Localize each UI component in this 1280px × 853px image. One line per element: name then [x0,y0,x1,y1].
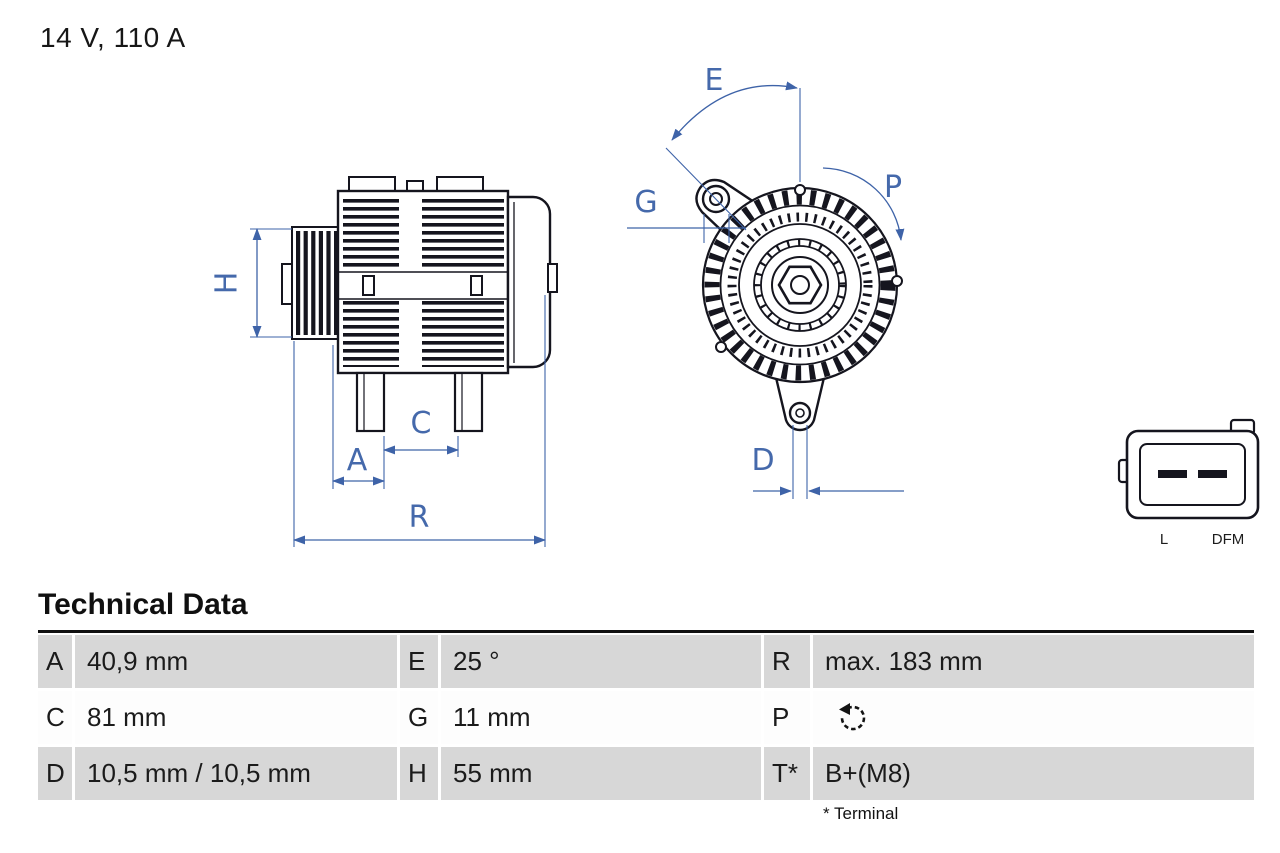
table-key-g: G [400,691,438,744]
table-top-rule [38,630,1254,633]
dimension-r: R [293,295,546,547]
terminal-footnote: * Terminal [823,804,899,823]
dimension-c: C [383,406,459,457]
cooling-fin-ring [704,189,896,381]
inner-tick-ring [754,239,846,331]
technical-data-heading: Technical Data [38,588,248,621]
dimension-h: H [210,228,292,338]
table-key-h: H [400,747,438,800]
dim-label-h: H [210,272,245,295]
dimension-e: E [665,63,801,231]
table-key-d: D [38,747,72,800]
dim-label-p: P [884,170,902,205]
rotation-direction-icon [839,702,866,730]
pin-label-l: L [1160,531,1168,548]
connector-inner-outline [1139,443,1246,506]
table-value-c: 81 mm [75,691,397,744]
alternator-technical-drawing: H A C R [210,63,1260,548]
dim-label-r: R [409,500,430,535]
table-value-a: 40,9 mm [75,635,397,688]
table-key-c: C [38,691,72,744]
dim-label-d: D [751,443,774,478]
pin-l [1158,470,1187,478]
table-value-d: 10,5 mm / 10,5 mm [75,747,397,800]
alternator-side-view [281,176,558,433]
dim-label-c: C [411,406,432,441]
table-key-t: T* [764,747,810,800]
connector-outline [1125,429,1260,520]
pin-dfm [1198,470,1227,478]
dim-label-a: A [347,443,368,478]
pin-label-dfm: DFM [1212,531,1245,548]
dimension-a: A [332,345,385,489]
connector-pinout: L DFM [1117,418,1260,548]
table-key-r: R [764,635,810,688]
table-key-p: P [764,691,810,744]
dim-label-e: E [705,63,724,98]
table-key-a: A [38,635,72,688]
technical-data-table: A 40,9 mm E 25 ° R max. 183 mm C 81 mm G… [38,635,1254,800]
dimension-d: D [751,425,904,499]
table-value-p [813,691,1254,744]
rotor-tick-ring [727,212,873,358]
table-value-g: 11 mm [441,691,761,744]
table-key-e: E [400,635,438,688]
dimension-g: G [627,185,746,243]
table-value-h: 55 mm [441,747,761,800]
dim-label-g: G [634,185,657,220]
voltage-amperage-title: 14 V, 110 A [40,22,186,53]
table-value-t: B+(M8) [813,747,1254,800]
alternator-front-view [695,178,903,432]
table-value-r: max. 183 mm [813,635,1254,688]
dimension-p: P [822,167,905,241]
table-value-e: 25 ° [441,635,761,688]
